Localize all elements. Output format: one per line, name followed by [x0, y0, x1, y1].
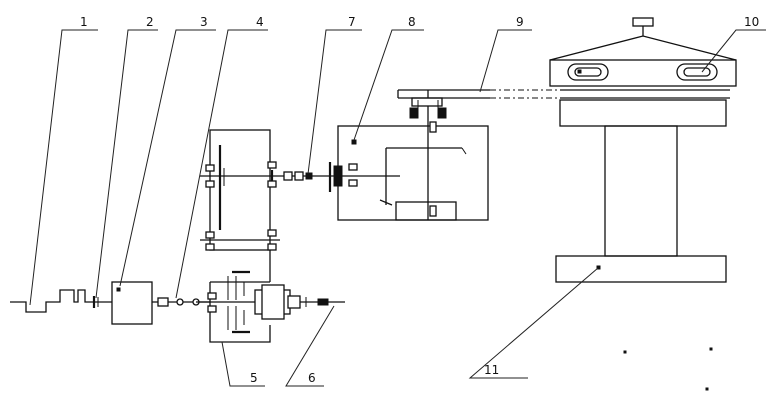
- label-11: 11: [484, 363, 499, 377]
- label-7: 7: [348, 15, 356, 29]
- part-labels: 1 2 3 4 5 6 7 8 9 10 11: [80, 15, 759, 385]
- motor-box: [111, 281, 210, 325]
- bevel-gearbox: [328, 90, 489, 221]
- label-1: 1: [80, 15, 88, 29]
- coupling-2: [92, 296, 112, 308]
- label-2: 2: [146, 15, 154, 29]
- label-6: 6: [308, 371, 316, 385]
- label-9: 9: [516, 15, 524, 29]
- leader-lines: [29, 29, 766, 387]
- label-5: 5: [250, 371, 258, 385]
- label-10: 10: [744, 15, 759, 29]
- label-3: 3: [200, 15, 208, 29]
- lower-gearbox: [196, 250, 345, 343]
- upper-reducer: [200, 129, 330, 251]
- label-8: 8: [408, 15, 416, 29]
- label-4: 4: [256, 15, 264, 29]
- press-head: [549, 17, 737, 87]
- press-frame: [555, 99, 727, 283]
- transmission-shaft: [397, 89, 730, 99]
- cam-profile: [10, 289, 93, 313]
